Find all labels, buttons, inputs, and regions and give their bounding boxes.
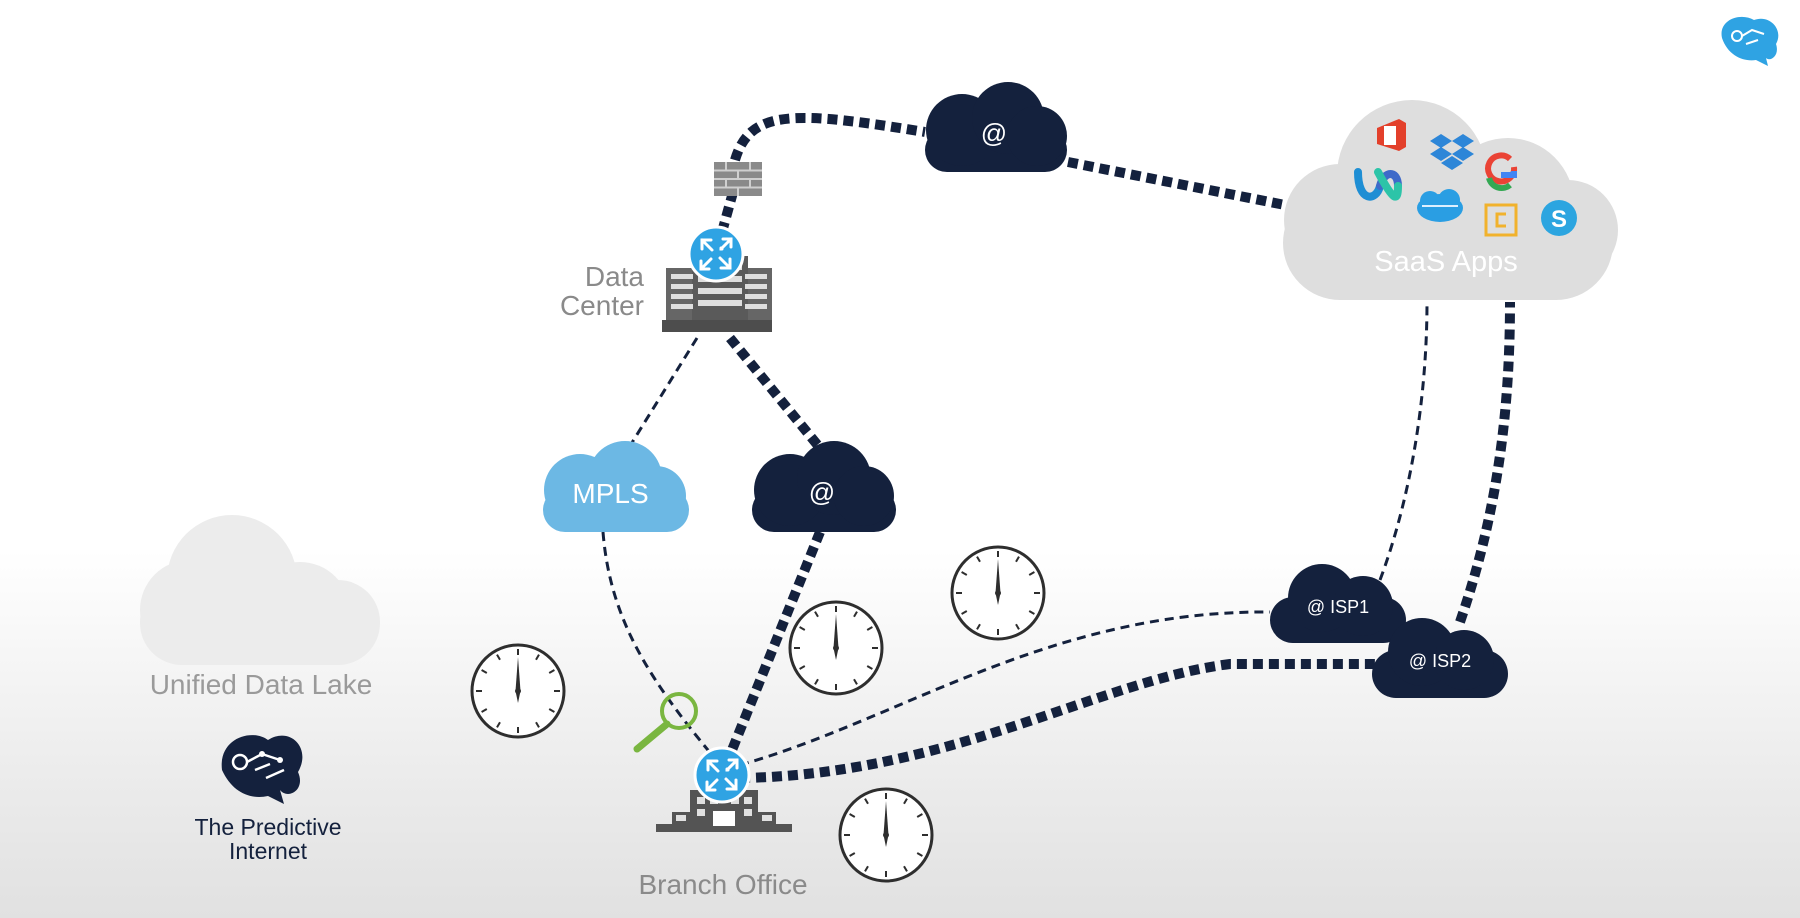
path-dc-internet	[726, 334, 824, 452]
brain-icon	[221, 735, 303, 804]
svg-text:S: S	[1551, 206, 1567, 233]
google-icon	[1485, 152, 1518, 192]
clock-icon	[470, 643, 566, 739]
data-center-label-line1: Data	[584, 261, 644, 292]
path-isp2-saas	[1455, 301, 1515, 624]
path-branch-isp1	[739, 610, 1271, 767]
clock-icon	[788, 600, 884, 696]
saas-cloud	[1283, 100, 1618, 300]
unified-data-lake-label: Unified Data Lake	[149, 669, 373, 700]
firewall-icon	[714, 162, 762, 196]
router-icon	[687, 225, 745, 283]
path-internet-top-saas	[1067, 157, 1296, 212]
internet-top-cloud	[925, 82, 1067, 172]
path-mpls-branch	[601, 531, 714, 756]
path-dc-mpls	[613, 337, 699, 471]
branch-office-label: Branch Office	[638, 869, 808, 900]
internet-dc-label: @	[808, 477, 836, 507]
path-firewall-internet-top	[730, 113, 926, 162]
internet-dc-cloud	[752, 441, 896, 532]
isp1-label: @ ISP1	[1306, 597, 1370, 617]
predictive-internet-line2: Internet	[229, 838, 307, 865]
data-center-label: Data Center	[540, 262, 644, 321]
clock-icon	[838, 787, 934, 883]
dropbox-icon	[1430, 134, 1474, 170]
mpls-label: MPLS	[572, 478, 649, 509]
path-branch-isp2	[739, 659, 1378, 783]
router-icon	[693, 746, 751, 804]
skype-icon: S	[1541, 200, 1577, 236]
clock-icon	[950, 545, 1046, 641]
isp2-label: @ ISP2	[1408, 651, 1472, 671]
webex-icon	[1354, 168, 1402, 201]
mpls-cloud	[543, 441, 689, 532]
saas-apps-label: SaaS Apps	[1374, 246, 1518, 278]
data-center-label-line2: Center	[559, 290, 644, 322]
path-isp1-saas	[1378, 301, 1429, 581]
internet-top-label: @	[980, 118, 1008, 148]
isp2-cloud	[1372, 618, 1508, 698]
isp1-cloud	[1270, 564, 1406, 643]
predictive-internet-line1: The Predictive	[194, 814, 342, 840]
path-internet-branch	[725, 530, 825, 757]
c-app-icon	[1484, 203, 1518, 237]
office-icon	[1377, 119, 1406, 151]
predictive-internet-label: The Predictive Internet	[160, 815, 376, 863]
salesforce-icon	[1417, 189, 1463, 222]
magnifier-icon	[633, 692, 698, 753]
data-lake-cloud	[140, 515, 380, 665]
brand-logo-icon	[1721, 16, 1779, 66]
